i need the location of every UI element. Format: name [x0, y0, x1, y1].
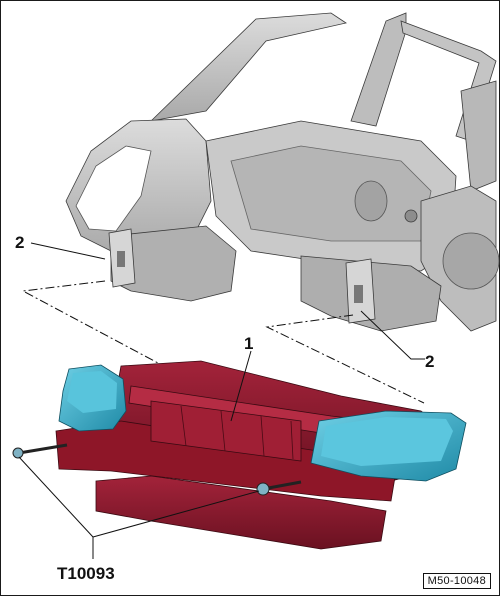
rear-pillar: [460, 80, 497, 192]
figure-code: M50-10048: [422, 573, 491, 589]
lower-crossmember: [95, 475, 387, 550]
align-line-right: [265, 314, 425, 404]
leader-2-left: [30, 242, 106, 260]
leader-2-right: [360, 310, 425, 360]
front-module-details: [180, 405, 294, 460]
headlight-right-lens: [321, 417, 453, 466]
callout-2-left: 2: [15, 233, 25, 252]
body-shell: [65, 12, 500, 332]
steering-opening: [404, 209, 418, 223]
right-wheelarch: [442, 232, 500, 290]
right-mount-slot: [354, 285, 363, 303]
b-pillar: [350, 12, 407, 127]
left-mount-slot: [117, 251, 125, 267]
brake-booster: [354, 180, 388, 222]
callout-2-right: 2: [425, 352, 435, 371]
tool-pin-left-shaft: [18, 443, 68, 455]
headlight-left-lens: [67, 371, 117, 413]
tool-pin-left-head: [12, 447, 24, 459]
leader-tool-left: [18, 456, 94, 538]
tool-pin-right-head: [256, 482, 270, 496]
a-pillar: [149, 12, 347, 122]
callout-1: 1: [244, 334, 254, 353]
tool-label: T10093: [57, 564, 115, 583]
left-apron-hole: [75, 145, 152, 232]
tool-t10093: [12, 443, 302, 496]
leader-tool-right: [92, 490, 260, 538]
headlights: [58, 364, 467, 482]
leader-lines: [18, 242, 425, 559]
leader-1: [230, 350, 252, 422]
